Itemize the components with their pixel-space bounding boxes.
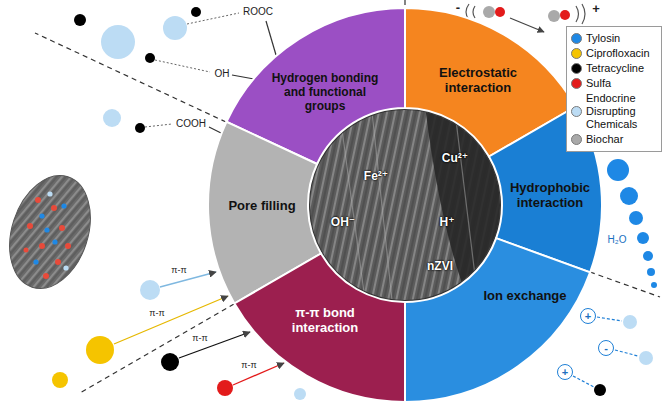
pi-pi-label: π-π [192,333,207,344]
legend-text: Sulfa [586,77,611,90]
legend-row: Tetracycline [571,62,657,75]
sorbed-sulfa-dots [24,197,72,279]
leader-line [145,13,239,127]
ion-label: nZVI [427,259,453,273]
pi-pi-label: π-π [149,308,164,319]
sector-fill [405,238,590,402]
sector-fill [234,254,405,402]
sector-title: Electrostatic interaction [428,65,528,95]
charge-sign: + [562,367,568,378]
sector-title: Hydrophobic interaction [505,180,595,210]
legend-text: Endocrine Disrupting Chemicals [586,92,657,131]
legend-row: Sulfa [571,77,657,90]
pi-pi-label: π-π [171,265,186,276]
legend-swatch [571,134,582,145]
legend-text: Biochar [586,133,623,146]
ion-label: Cu²⁺ [442,151,468,165]
functional-group-label: COOH [176,118,206,130]
legend-swatch [571,63,582,74]
sector-title: Pore filling [217,198,307,213]
legend-box: TylosinCiprofloxacinTetracyclineSulfaEnd… [566,26,662,152]
sector-title: Hydrogen bonding and functional groups [268,71,382,113]
legend-swatch [571,78,582,89]
legend-row: Endocrine Disrupting Chemicals [571,92,657,131]
ion-label: Fe²⁺ [364,169,388,183]
hydrophobic-molecules [607,159,657,288]
sorbed-tylosin-dots [33,203,66,264]
functional-group-label: ROOC [243,6,273,18]
charge-circle: + [557,364,573,380]
legend-swatch [571,106,582,117]
charge-circle: - [598,340,614,356]
ion-label: H⁺ [440,215,455,229]
pi-pi-label: π-π [241,360,256,371]
charge-sign: - [456,0,460,15]
micrograph-ridges [340,112,478,300]
legend-text: Tetracycline [586,62,644,75]
charge-sign: + [592,1,600,16]
sector-title: Ion exchange [475,288,575,303]
ion-label: OH⁻ [331,215,355,229]
charge-circle: + [580,308,596,324]
exchange-line [573,317,638,387]
legend-text: Tylosin [586,32,620,45]
legend-swatch [571,48,582,59]
sector-title: π-π bond interaction [273,305,377,335]
legend-row: Tylosin [571,32,657,45]
legend-row: Ciprofloxacin [571,47,657,60]
legend-swatch [571,33,582,44]
sorbed-edc-dots [47,191,68,270]
legend-text: Ciprofloxacin [586,47,650,60]
sem-particle [0,165,104,299]
legend-row: Biochar [571,133,657,146]
water-label: H₂O [608,234,627,246]
charge-sign: - [604,343,608,354]
sem-particle-body [0,165,104,299]
functional-group-label: OH [215,68,230,80]
ion-exchange-molecules [573,315,653,396]
charge-sign: + [585,311,591,322]
